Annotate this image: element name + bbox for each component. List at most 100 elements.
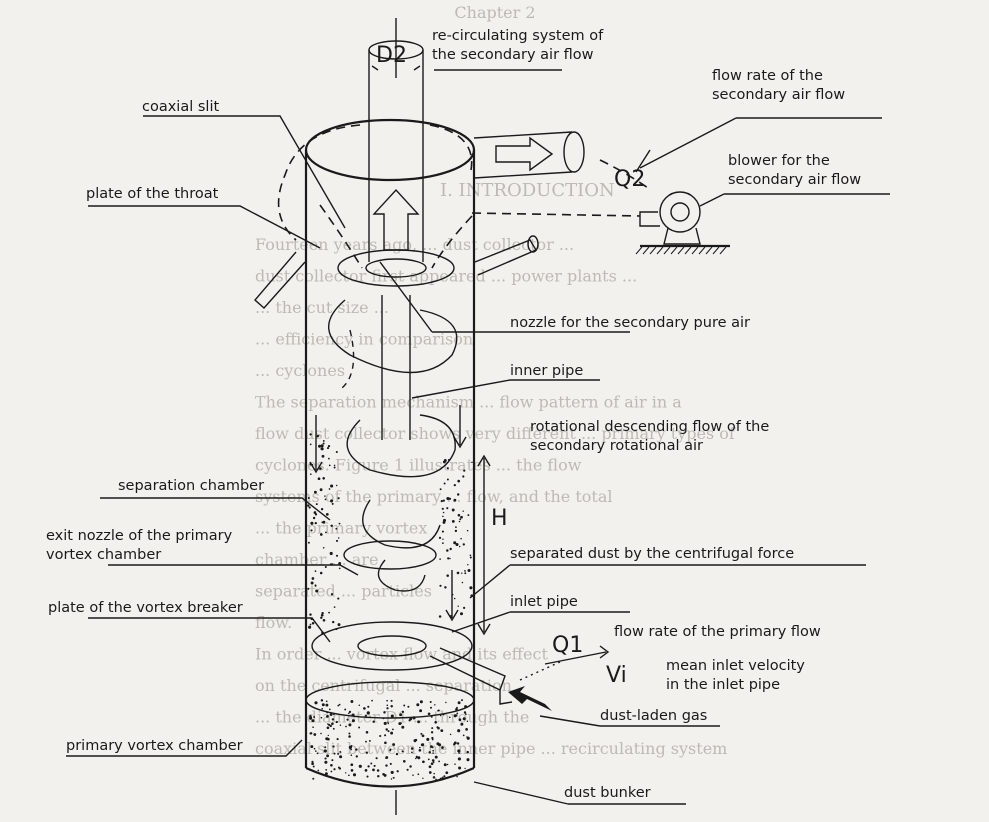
dust-dot bbox=[461, 581, 464, 584]
dust-dot bbox=[319, 467, 322, 470]
dust-dot bbox=[366, 711, 370, 715]
dust-dot bbox=[392, 743, 396, 746]
dust-dot bbox=[313, 747, 316, 750]
dust-dot bbox=[328, 457, 330, 460]
dust-dot bbox=[418, 748, 422, 752]
dust-dot bbox=[335, 554, 339, 557]
dust-dot bbox=[322, 618, 326, 622]
dust-dot bbox=[401, 710, 405, 714]
dust-dot bbox=[406, 768, 409, 771]
dust-dot bbox=[313, 733, 317, 736]
label-separated-dust: separated dust by the centrifugal force bbox=[510, 546, 794, 562]
dust-dot bbox=[460, 722, 464, 726]
dust-dot bbox=[442, 518, 447, 522]
dust-dot bbox=[345, 772, 347, 774]
dust-dot bbox=[320, 699, 324, 702]
dust-dot bbox=[330, 770, 333, 773]
dust-dot bbox=[319, 571, 323, 575]
dust-dot bbox=[392, 728, 394, 731]
dust-dot bbox=[415, 757, 417, 760]
dust-dot bbox=[348, 732, 351, 735]
dust-dot bbox=[385, 728, 388, 731]
dust-dot bbox=[314, 570, 317, 572]
label-inner-pipe: inner pipe bbox=[510, 363, 583, 379]
dust-dot bbox=[449, 557, 451, 560]
background-page-text: Chapter 2 I. INTRODUCTION Fourteen years… bbox=[255, 3, 736, 758]
dust-dot bbox=[465, 728, 468, 731]
dust-dot bbox=[310, 581, 314, 585]
dust-dot bbox=[417, 720, 421, 724]
dust-dot bbox=[420, 743, 424, 747]
dust-dot bbox=[350, 763, 354, 767]
dust-dot bbox=[337, 497, 340, 500]
dust-dot bbox=[313, 716, 316, 718]
upward-flow-arrow bbox=[372, 188, 420, 251]
dust-dot bbox=[322, 477, 325, 480]
dust-dot bbox=[441, 542, 444, 545]
dust-dot bbox=[320, 613, 324, 617]
dashed-swirl-left bbox=[277, 124, 361, 241]
dust-dot bbox=[311, 760, 314, 763]
dust-gas-arrow bbox=[508, 686, 552, 711]
dust-dot bbox=[320, 447, 324, 451]
dust-dot bbox=[460, 612, 463, 616]
dust-dot bbox=[420, 732, 423, 735]
dust-dot bbox=[412, 774, 414, 776]
dust-dot bbox=[330, 499, 334, 503]
dust-dot bbox=[376, 769, 380, 772]
dust-dot bbox=[344, 708, 347, 711]
dust-dot bbox=[320, 508, 324, 511]
dust-dot bbox=[428, 765, 432, 769]
dust-dot bbox=[430, 731, 434, 734]
bg-body-line: flow. bbox=[255, 613, 292, 632]
dust-dot bbox=[462, 510, 464, 512]
dust-dot bbox=[457, 729, 461, 733]
bg-body-lines: Fourteen years ago, ... dust collector .… bbox=[255, 235, 736, 758]
bg-body-line: chamber ... are bbox=[255, 550, 378, 569]
dust-dot bbox=[358, 764, 362, 768]
leader-separated-dust bbox=[469, 564, 866, 599]
dust-dot bbox=[466, 720, 469, 722]
symbol-h: H bbox=[491, 506, 508, 531]
dust-dot bbox=[310, 521, 314, 525]
dust-dot bbox=[335, 539, 339, 542]
q1-arrow bbox=[544, 645, 610, 665]
dust-dot bbox=[464, 570, 466, 572]
hatch-line bbox=[635, 246, 643, 255]
dust-dot bbox=[317, 435, 320, 437]
dust-dot bbox=[363, 707, 366, 710]
dust-dot bbox=[457, 513, 461, 517]
dust-dot bbox=[325, 513, 329, 516]
dust-dot bbox=[463, 606, 466, 610]
dust-dot bbox=[322, 547, 325, 549]
label-inlet-pipe: inlet pipe bbox=[510, 594, 578, 610]
dust-dot bbox=[436, 742, 440, 746]
dust-dot bbox=[309, 433, 312, 436]
dust-dot bbox=[350, 745, 353, 747]
dust-dot bbox=[386, 699, 388, 702]
dust-dot bbox=[324, 565, 327, 569]
dust-dot bbox=[417, 756, 421, 760]
dust-dot bbox=[348, 723, 352, 727]
dust-dot bbox=[443, 775, 446, 778]
dust-dot bbox=[310, 745, 314, 749]
dust-dot bbox=[325, 769, 328, 771]
dust-dot bbox=[332, 727, 335, 730]
blower-stand bbox=[663, 227, 701, 245]
dust-dot bbox=[410, 747, 414, 750]
dust-dot bbox=[309, 732, 312, 735]
leader-plate-vortex-breaker bbox=[88, 617, 331, 643]
dust-dot bbox=[335, 450, 338, 454]
dust-dot bbox=[309, 443, 312, 446]
dust-dot bbox=[328, 708, 331, 711]
dust-dot bbox=[311, 719, 315, 723]
dust-dot bbox=[348, 710, 352, 714]
dust-dot bbox=[467, 563, 469, 566]
dust-dot bbox=[383, 721, 387, 725]
dust-dot bbox=[461, 572, 463, 574]
dust-dot bbox=[454, 529, 458, 533]
dust-dot bbox=[338, 522, 341, 525]
dust-dot bbox=[350, 748, 352, 751]
dust-dot bbox=[390, 714, 394, 718]
